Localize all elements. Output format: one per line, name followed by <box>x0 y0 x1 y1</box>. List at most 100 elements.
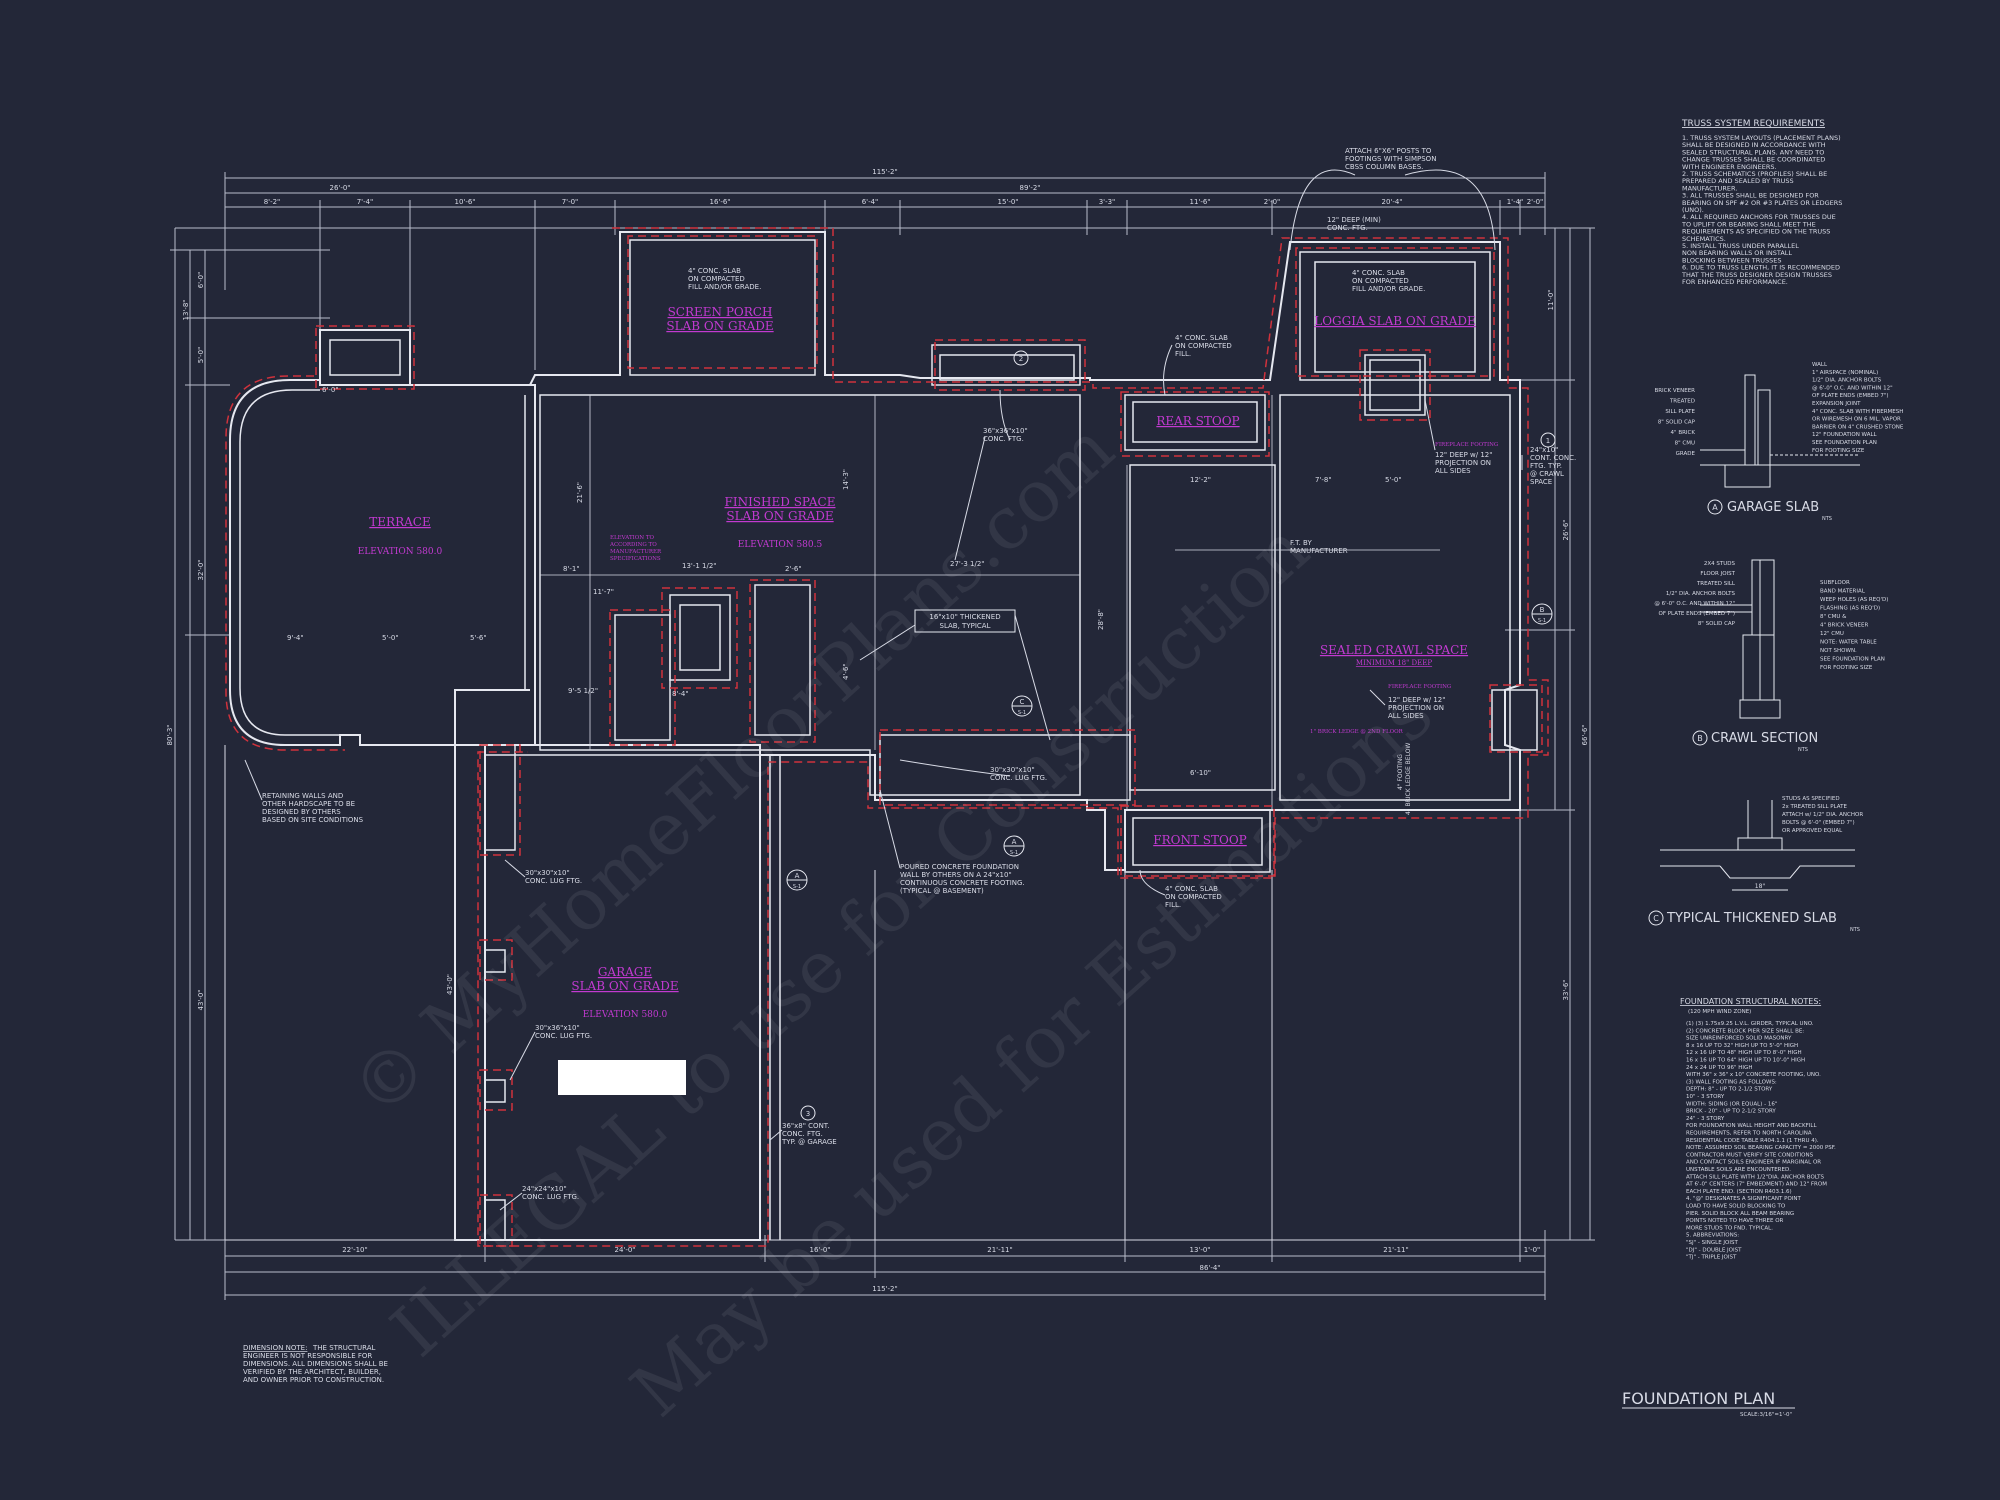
svg-text:5'-6": 5'-6" <box>470 634 487 642</box>
dim-left-1: 6'-0" <box>197 272 205 289</box>
attach-posts-note: ATTACH 6"X6" POSTS TO <box>1345 147 1432 155</box>
dimension-note-head: DIMENSION NOTE: <box>243 1344 307 1352</box>
svg-text:ON COMPACTED: ON COMPACTED <box>1175 342 1232 350</box>
svg-text:FILL AND/OR GRADE.: FILL AND/OR GRADE. <box>688 283 761 291</box>
truss-lines-line: MANUFACTURER. <box>1682 184 1737 192</box>
truss-lines-line: SEALED STRUCTURAL PLANS. ANY NEED TO <box>1682 148 1824 156</box>
b-left-line: OF PLATE ENDS (EMBED 7") <box>1658 611 1735 617</box>
fireplace-footing-label-2: FIREPLACE FOOTING <box>1388 684 1451 690</box>
svg-text:4" BRICK LEDGE BELOW: 4" BRICK LEDGE BELOW <box>1405 743 1412 815</box>
dim-left-3: 5'-0" <box>197 347 205 364</box>
label-garage: GARAGE <box>598 965 652 979</box>
truss-requirements: TRUSS SYSTEM REQUIREMENTS 1. TRUSS SYSTE… <box>1681 119 1842 286</box>
svg-text:WALL BY OTHERS ON A 24"x10": WALL BY OTHERS ON A 24"x10" <box>900 871 1012 879</box>
svg-text:@ CRAWL: @ CRAWL <box>1530 470 1564 478</box>
svg-text:18": 18" <box>1755 883 1766 890</box>
struct-lines-line: SIZE UNREINFORCED SOLID MASONRY <box>1686 1036 1792 1042</box>
b-right-line: SEE FOUNDATION PLAN <box>1820 657 1885 663</box>
label-screen-porch-slab: SLAB ON GRADE <box>666 319 773 333</box>
svg-text:13'-1 1/2": 13'-1 1/2" <box>682 562 717 570</box>
svg-text:6'-0": 6'-0" <box>322 386 339 394</box>
label-finished-slab: SLAB ON GRADE <box>726 509 833 523</box>
dim-left-4: 32'-0" <box>197 559 205 580</box>
label-finished-elevation: ELEVATION 580.5 <box>738 540 823 550</box>
svg-text:FILL AND/OR GRADE.: FILL AND/OR GRADE. <box>1352 285 1425 293</box>
dimnote-lines-line: VERIFIED BY THE ARCHITECT, BUILDER, <box>243 1368 381 1376</box>
b-right-line: WEEP HOLES (AS REQ'D) <box>1820 597 1888 603</box>
svg-text:CONC. FTG.: CONC. FTG. <box>1327 224 1368 232</box>
truss-lines-line: SHALL BE DESIGNED IN ACCORDANCE WITH <box>1682 141 1826 149</box>
svg-text:9'-5 1/2": 9'-5 1/2" <box>568 687 598 695</box>
struct-lines-line: MORE STUDS TO FND. TYPICAL. <box>1686 1225 1773 1231</box>
dim-left-2: 13'-8" <box>182 299 190 320</box>
svg-text:28'-8": 28'-8" <box>1097 609 1105 630</box>
structural-notes: FOUNDATION STRUCTURAL NOTES: (120 MPH WI… <box>1680 997 1836 1261</box>
lug-footing-note-1: 30"x30"x10" <box>525 869 570 877</box>
svg-text:7'-8": 7'-8" <box>1315 476 1332 484</box>
a-right-line: OR WIREMESH ON 6 MIL. VAPOR <box>1812 417 1901 423</box>
svg-text:CONTINUOUS CONCRETE FOOTING.: CONTINUOUS CONCRETE FOOTING. <box>900 879 1025 887</box>
dim-top-b: 89'-2" <box>1019 184 1040 192</box>
interior-dimensions: 21'-6" 27'-3 1/2" 13'-1 1/2" 8'-1" 2'-6"… <box>287 386 1402 995</box>
svg-text:ALL SIDES: ALL SIDES <box>1435 467 1471 475</box>
dim-top-a: 26'-0" <box>329 184 350 192</box>
a-left-line: BRICK VENEER <box>1654 388 1695 394</box>
svg-text:OTHER HARDSCAPE TO BE: OTHER HARDSCAPE TO BE <box>262 800 355 808</box>
b-left-line: FLOOR JOIST <box>1700 571 1735 577</box>
struct-lines-line: DEPTH: 8" - UP TO 2-1/2 STORY <box>1686 1087 1773 1093</box>
svg-text:BASED ON SITE CONDITIONS: BASED ON SITE CONDITIONS <box>262 816 364 824</box>
fireplace-projection-note-2: 12" DEEP w/ 12" <box>1388 696 1445 704</box>
a-right-line: 4" CONC. SLAB WITH FIBERMESH <box>1812 409 1903 415</box>
detail-b-letter: B <box>1697 734 1703 743</box>
truss-lines-line: NON BEARING WALLS OR INSTALL <box>1682 249 1792 257</box>
a-right-line: @ 6'-0" O.C. AND WITHIN 12" <box>1812 385 1893 391</box>
svg-text:CONT. CONC.: CONT. CONC. <box>1530 454 1576 462</box>
svg-text:TYP. @ GARAGE: TYP. @ GARAGE <box>781 1138 837 1146</box>
c-right-line: OR APPROVED EQUAL <box>1782 828 1843 834</box>
truss-lines-line: 4. ALL REQUIRED ANCHORS FOR TRUSSES DUE <box>1682 213 1836 221</box>
dimension-note: DIMENSION NOTE: ENGINEER IS NOT RESPONSI… <box>243 1344 388 1384</box>
svg-text:NTS: NTS <box>1822 516 1832 522</box>
rear-stoop-slab-note: 4" CONC. SLAB <box>1175 334 1228 342</box>
a-left-line: 8" CMU <box>1675 441 1695 447</box>
truss-lines-line: THAT THE TRUSS DESIGNER DESIGN TRUSSES <box>1681 271 1832 279</box>
truss-lines-line: FOR ENHANCED PERFORMANCE. <box>1682 278 1788 286</box>
center-footing-note: 36"x36"x10" <box>983 427 1028 435</box>
dim-bot-overall-a: 86'-4" <box>1199 1264 1220 1272</box>
struct-lines-line: POINTS NOTED TO HAVE THREE OR <box>1686 1218 1784 1224</box>
lug-footing-center-note: 30"x30"x10" <box>990 766 1035 774</box>
section-marker-a2: A <box>795 872 800 880</box>
label-front-stoop: FRONT STOOP <box>1153 833 1247 847</box>
dim-bot-3: 16'-0" <box>809 1246 830 1254</box>
dim-right-3: 33'-6" <box>1562 979 1570 1000</box>
dim-seg-4: 7'-0" <box>562 198 579 206</box>
b-left-line: TREATED SILL <box>1696 581 1736 587</box>
struct-lines-line: 5. ABBREVIATIONS: <box>1686 1233 1739 1239</box>
a-left-line: 4" BRICK <box>1671 430 1696 436</box>
svg-text:CBSS COLUMN BASES.: CBSS COLUMN BASES. <box>1345 163 1423 171</box>
svg-text:PROJECTION ON: PROJECTION ON <box>1388 704 1444 712</box>
label-terrace: TERRACE <box>369 515 430 529</box>
structural-notes-title: FOUNDATION STRUCTURAL NOTES: <box>1680 997 1821 1006</box>
retaining-walls-note: RETAINING WALLS AND <box>262 792 343 800</box>
struct-lines-line: (1) (3) 1.75x9.25 L.V.L. GIRDER, TYPICAL… <box>1686 1021 1814 1027</box>
svg-text:S-1: S-1 <box>793 884 801 890</box>
svg-text:FOOTINGS WITH SIMPSON: FOOTINGS WITH SIMPSON <box>1345 155 1436 163</box>
detail-b-title: CRAWL SECTION <box>1711 731 1818 746</box>
truss-lines-line: 2. TRUSS SCHEMATICS (PROFILES) SHALL BE <box>1682 170 1827 178</box>
struct-lines-line: WITH 36" x 36" x 10" CONCRETE FOOTING, U… <box>1686 1072 1821 1078</box>
building-outline <box>224 231 1545 1241</box>
struct-lines-line: FOR FOUNDATION WALL HEIGHT AND BACKFILL <box>1686 1123 1817 1129</box>
dim-seg-2: 7'-4" <box>357 198 374 206</box>
svg-text:6'-10": 6'-10" <box>1190 769 1211 777</box>
a-left-line: SILL PLATE <box>1665 409 1695 415</box>
svg-text:5'-0": 5'-0" <box>382 634 399 642</box>
dim-overall-top: 115'-2" <box>872 168 897 176</box>
svg-text:CONC. FTG.: CONC. FTG. <box>983 435 1024 443</box>
struct-lines-line: WIDTH: SIDING (OR EQUAL) - 16" <box>1686 1101 1777 1107</box>
svg-text:MANUFACTURER: MANUFACTURER <box>1290 547 1348 555</box>
fireplace-footing-label: FIREPLACE FOOTING <box>1435 442 1498 448</box>
a-right-line: EXPANSION JOINT <box>1812 401 1861 407</box>
svg-text:CONC. LUG FTG.: CONC. LUG FTG. <box>535 1032 592 1040</box>
